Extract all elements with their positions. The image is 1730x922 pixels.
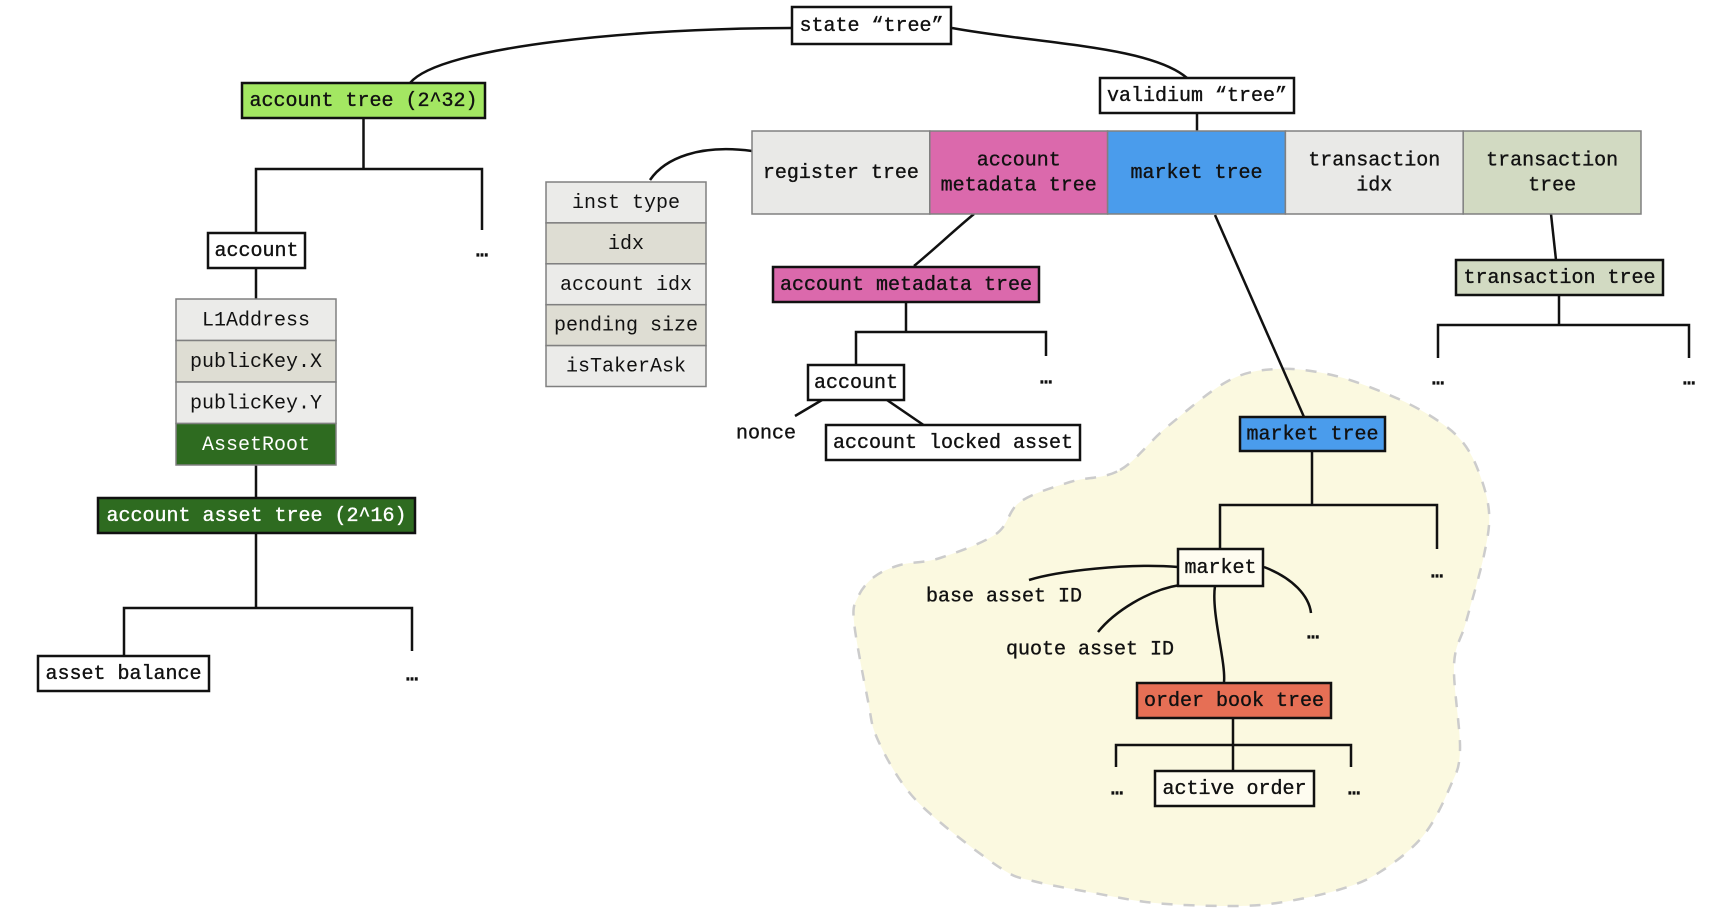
svg-text:account: account xyxy=(977,150,1061,173)
svg-text:L1Address: L1Address xyxy=(202,309,310,332)
svg-text:isTakerAsk: isTakerAsk xyxy=(566,356,686,379)
svg-text:pending size: pending size xyxy=(554,315,698,338)
svg-text:state “tree”: state “tree” xyxy=(799,15,943,38)
svg-text:base asset ID: base asset ID xyxy=(926,586,1082,609)
svg-text:metadata tree: metadata tree xyxy=(941,175,1097,198)
svg-text:tree: tree xyxy=(1528,175,1576,198)
svg-text:order book tree: order book tree xyxy=(1144,690,1324,713)
svg-text:…: … xyxy=(1683,369,1695,392)
svg-text:market: market xyxy=(1184,557,1256,580)
svg-text:…: … xyxy=(1431,562,1443,585)
svg-text:transaction tree: transaction tree xyxy=(1463,267,1655,290)
svg-text:idx: idx xyxy=(1356,175,1392,198)
svg-text:nonce: nonce xyxy=(736,423,796,446)
svg-text:…: … xyxy=(406,665,418,688)
svg-text:account: account xyxy=(214,240,298,263)
svg-text:…: … xyxy=(1348,779,1360,802)
svg-text:idx: idx xyxy=(608,233,644,256)
svg-text:account: account xyxy=(814,372,898,395)
svg-text:market tree: market tree xyxy=(1246,424,1378,447)
svg-text:active order: active order xyxy=(1162,778,1306,801)
svg-text:account idx: account idx xyxy=(560,274,692,297)
svg-text:account asset tree (2^16): account asset tree (2^16) xyxy=(106,505,406,528)
svg-text:register tree: register tree xyxy=(763,162,919,185)
svg-text:…: … xyxy=(1040,368,1052,391)
svg-text:account locked asset: account locked asset xyxy=(833,432,1073,455)
svg-text:quote asset ID: quote asset ID xyxy=(1006,639,1174,662)
svg-text:publicKey.X: publicKey.X xyxy=(190,351,322,374)
svg-text:transaction: transaction xyxy=(1308,150,1440,173)
svg-text:validium “tree”: validium “tree” xyxy=(1107,85,1287,108)
svg-text:transaction: transaction xyxy=(1486,150,1618,173)
svg-text:…: … xyxy=(476,241,488,264)
svg-text:…: … xyxy=(1432,369,1444,392)
svg-text:AssetRoot: AssetRoot xyxy=(202,434,310,457)
svg-text:market tree: market tree xyxy=(1130,162,1262,185)
svg-text:account tree (2^32): account tree (2^32) xyxy=(249,90,477,113)
svg-text:…: … xyxy=(1307,623,1319,646)
svg-text:account metadata tree: account metadata tree xyxy=(780,274,1032,297)
svg-text:asset balance: asset balance xyxy=(45,663,201,686)
svg-text:publicKey.Y: publicKey.Y xyxy=(190,392,322,415)
svg-text:…: … xyxy=(1111,779,1123,802)
svg-text:inst type: inst type xyxy=(572,192,680,215)
